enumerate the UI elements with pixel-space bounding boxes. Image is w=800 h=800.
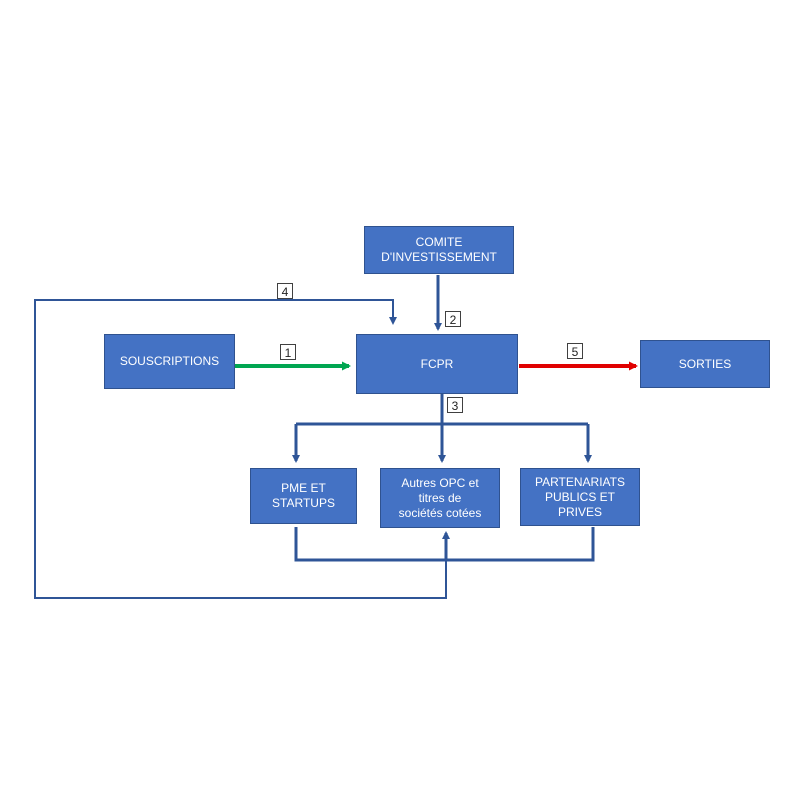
- autres-line3: sociétés cotées: [398, 505, 482, 520]
- partenariats-line3: PRIVES: [557, 504, 602, 519]
- partenariats-box: PARTENARIATS PUBLICS ET PRIVES: [520, 468, 640, 526]
- partenariats-line2: PUBLICS ET: [544, 489, 616, 504]
- step-label-4: 4: [277, 283, 293, 299]
- pme-startups-box: PME ET STARTUPS: [250, 468, 357, 524]
- sorties-box: SORTIES: [640, 340, 770, 388]
- souscriptions-label: SOUSCRIPTIONS: [119, 354, 220, 368]
- step-label-5: 5: [567, 343, 583, 359]
- fcpr-box: FCPR: [356, 334, 518, 394]
- souscriptions-box: SOUSCRIPTIONS: [104, 334, 235, 389]
- step-label-1: 1: [280, 344, 296, 360]
- sorties-label: SORTIES: [678, 356, 732, 371]
- autres-opc-box: Autres OPC et titres de sociétés cotées: [380, 468, 500, 528]
- autres-line2: titres de: [418, 490, 462, 505]
- step-label-2: 2: [445, 311, 461, 327]
- fcpr-label: FCPR: [420, 356, 454, 371]
- pme-line2: STARTUPS: [272, 496, 335, 510]
- distribution-connector: [292, 394, 592, 463]
- comite-investissement-box: COMITE D'INVESTISSEMENT: [364, 226, 514, 274]
- partenariats-line1: PARTENARIATS: [534, 474, 626, 489]
- return-connector: [294, 527, 595, 562]
- pme-line1: PME ET: [281, 481, 326, 495]
- autres-line1: Autres OPC et: [401, 475, 479, 490]
- comite-line2: D'INVESTISSEMENT: [381, 250, 497, 264]
- comite-line1: COMITE: [415, 235, 463, 249]
- feedback-loop-connector: [34, 299, 447, 599]
- step-label-3: 3: [447, 397, 463, 413]
